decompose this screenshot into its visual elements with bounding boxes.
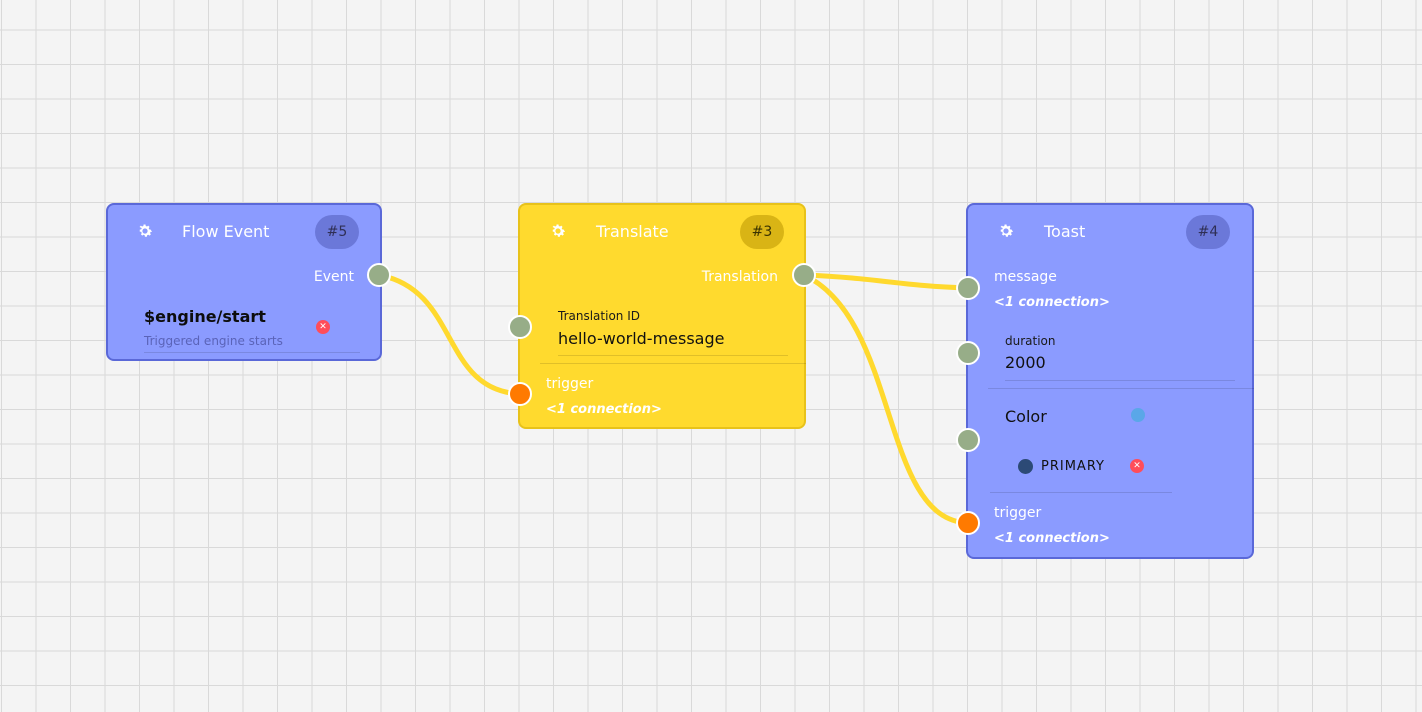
translation-id-input[interactable]: hello-world-message bbox=[558, 329, 725, 348]
toast-trigger-port[interactable] bbox=[956, 511, 980, 535]
toast-input-port-color[interactable] bbox=[956, 428, 980, 452]
gear-icon[interactable] bbox=[997, 222, 1015, 240]
output-port-label-translation: Translation bbox=[701, 269, 778, 285]
close-icon[interactable]: ✕ bbox=[316, 320, 330, 334]
toast-node[interactable]: Toast #4 message <1 connection> duration… bbox=[966, 203, 1254, 559]
field-divider bbox=[1005, 380, 1235, 381]
trigger-label: trigger bbox=[546, 376, 594, 392]
translation-id-label: Translation ID bbox=[558, 309, 640, 323]
field-divider bbox=[990, 492, 1172, 493]
event-name: $engine/start bbox=[144, 307, 266, 326]
node-id-badge: #4 bbox=[1186, 215, 1230, 249]
wire-event-to-trigger bbox=[376, 272, 523, 397]
section-divider bbox=[540, 363, 806, 364]
color-port-hint bbox=[1131, 408, 1145, 422]
message-connection-count: <1 connection> bbox=[994, 295, 1110, 310]
close-icon[interactable]: ✕ bbox=[1130, 459, 1144, 473]
wire-translation-to-trigger bbox=[801, 272, 971, 526]
duration-label: duration bbox=[1005, 334, 1056, 348]
node-title: Translate bbox=[596, 222, 669, 241]
translate-input-port-translation-id[interactable] bbox=[508, 315, 532, 339]
toast-input-port-message[interactable] bbox=[956, 276, 980, 300]
color-value[interactable]: PRIMARY bbox=[1041, 459, 1105, 474]
node-id-badge: #5 bbox=[315, 215, 359, 249]
color-label: Color bbox=[1005, 407, 1047, 426]
toast-input-port-duration[interactable] bbox=[956, 341, 980, 365]
flow-event-node[interactable]: Flow Event #5 Event $engine/start Trigge… bbox=[106, 203, 382, 361]
wire-translation-to-message bbox=[801, 272, 971, 291]
node-id-badge: #3 bbox=[740, 215, 784, 249]
message-label: message bbox=[994, 269, 1057, 285]
flow-event-output-port-event[interactable] bbox=[367, 263, 391, 287]
output-port-label-event: Event bbox=[313, 269, 354, 285]
duration-input[interactable]: 2000 bbox=[1005, 353, 1046, 372]
gear-icon[interactable] bbox=[549, 222, 567, 240]
gear-icon[interactable] bbox=[136, 222, 154, 240]
trigger-connection-count: <1 connection> bbox=[994, 531, 1110, 546]
node-title: Flow Event bbox=[182, 222, 270, 241]
trigger-label: trigger bbox=[994, 505, 1042, 521]
trigger-connection-count: <1 connection> bbox=[546, 402, 662, 417]
translate-trigger-port[interactable] bbox=[508, 382, 532, 406]
node-title: Toast bbox=[1044, 222, 1086, 241]
translate-node[interactable]: Translate #3 Translation Translation ID … bbox=[518, 203, 806, 429]
translate-output-port-translation[interactable] bbox=[792, 263, 816, 287]
event-description: Triggered engine starts bbox=[144, 334, 283, 348]
color-swatch[interactable] bbox=[1018, 459, 1033, 474]
field-divider bbox=[558, 355, 788, 356]
section-divider bbox=[988, 388, 1254, 389]
field-divider bbox=[144, 352, 360, 353]
